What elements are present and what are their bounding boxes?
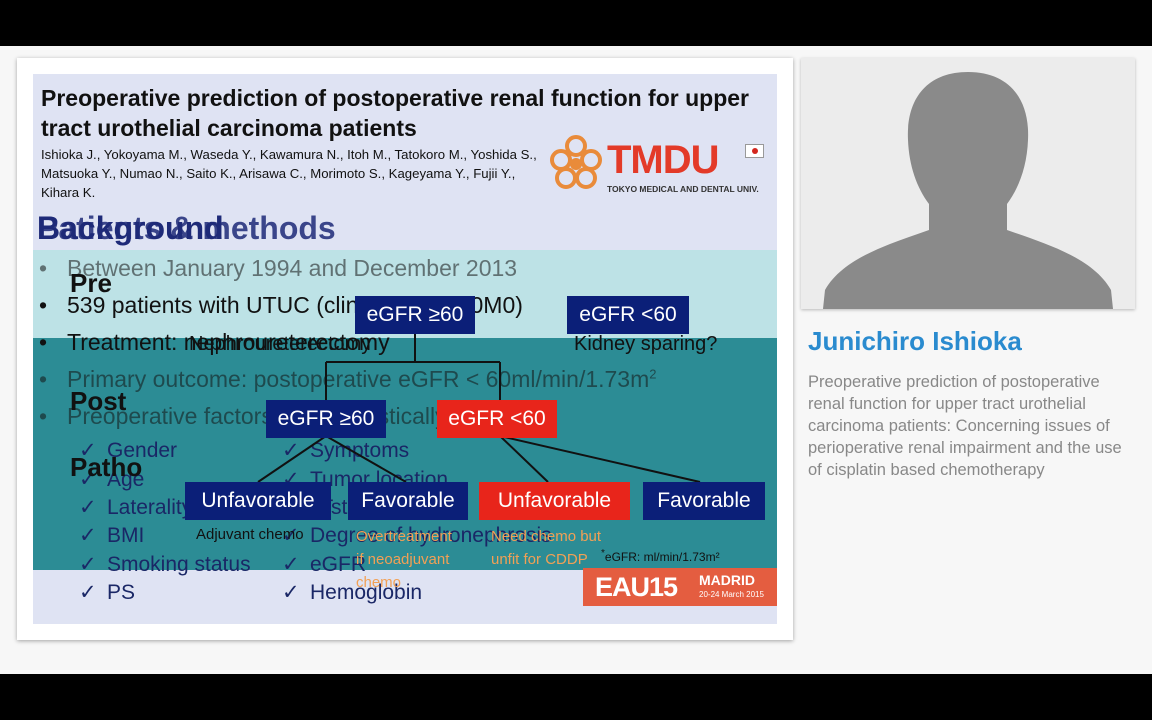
flow-patho-unfavorable-2: Unfavorable	[479, 482, 630, 520]
bullet-treatment: •Treatment: nephroureterectomy	[39, 329, 390, 355]
tmdu-emblem-icon	[550, 135, 602, 189]
bullet-primary-outcome: •Primary outcome: postoperative eGFR < 6…	[39, 366, 657, 392]
factor-bmi: ✓BMI	[79, 524, 145, 547]
factor-egfr: ✓eGFR	[282, 553, 367, 576]
stage-label-patho: Patho	[70, 452, 143, 482]
flow-patho-favorable-2: Favorable	[643, 482, 765, 520]
factor-hydronephrosis: ✓Degree of hydronephrosis	[282, 524, 552, 547]
section-heading: Background Patients & methods	[37, 210, 336, 247]
egfr-unit-footnote: *eGFR: ml/min/1.73m²	[601, 548, 720, 564]
flow-post-egfr-low: eGFR <60	[437, 400, 557, 438]
flow-connectors	[257, 332, 701, 483]
slide: Preoperative prediction of postoperative…	[33, 74, 777, 624]
eau15-dates: 20-24 March 2015	[699, 590, 764, 599]
flow-note-adjuvant: Adjuvant chemo	[196, 526, 304, 543]
logo-text: TMDU	[607, 138, 720, 182]
slide-title: Preoperative prediction of postoperative…	[41, 85, 749, 141]
logo-subtitle: TOKYO MEDICAL AND DENTAL UNIV.	[607, 184, 759, 194]
factor-ps: ✓PS	[79, 581, 136, 604]
person-silhouette-icon	[801, 58, 1135, 309]
presentation-stage: Preoperative prediction of postoperative…	[0, 46, 1152, 674]
tmdu-logo: TMDU TOKYO MEDICAL AND DENTAL UNIV.	[549, 134, 769, 200]
eau15-city: MADRID	[699, 572, 755, 588]
section-heading-methods: Patients & methods	[37, 210, 336, 246]
flow-pre-egfr-high: eGFR ≥60	[355, 296, 475, 334]
flow-patho-favorable-1: Favorable	[348, 482, 468, 520]
flow-patho-unfavorable-1: Unfavorable	[185, 482, 331, 520]
section-heading-background: Background	[37, 210, 224, 246]
flow-post-egfr-high: eGFR ≥60	[266, 400, 386, 438]
talk-title: Preoperative prediction of postoperative…	[808, 373, 1122, 479]
slide-authors: Ishioka J., Yokoyama M., Waseda Y., Kawa…	[41, 147, 537, 200]
flow-note-need-chemo: Need chemo but unfit for CDDP	[491, 528, 602, 568]
stage-label-post: Post	[70, 386, 127, 416]
flow-note-overtreatment: Overtreatment if neoadjuvant chemo	[356, 528, 452, 591]
post-stage-band	[33, 338, 777, 570]
speaker-photo-placeholder	[801, 58, 1135, 309]
factor-age: ✓Age	[79, 468, 145, 491]
slide-frame: Preoperative prediction of postoperative…	[17, 58, 793, 640]
japan-flag-icon	[745, 144, 764, 158]
eau15-banner: EAU15 MADRID 20-24 March 2015	[583, 568, 777, 606]
factor-hemoglobin: ✓Hemoglobin	[282, 581, 423, 604]
speaker-name: Junichiro Ishioka	[808, 326, 1022, 356]
flow-pre-egfr-low: eGFR <60	[567, 296, 689, 334]
flow-note-nephroureterectomy: Nephroureterectomy	[189, 333, 372, 355]
bullet-period: •Between January 1994 and December 2013	[39, 255, 518, 281]
factor-gender: ✓Gender	[79, 439, 178, 462]
stage-label-pre: Pre	[70, 268, 112, 298]
eau15-label: EAU15	[595, 572, 678, 602]
factor-laterality: ✓Laterality	[79, 496, 193, 519]
factor-smoking-status: ✓Smoking status	[79, 553, 251, 576]
flow-note-kidney-sparing: Kidney sparing?	[574, 333, 718, 355]
